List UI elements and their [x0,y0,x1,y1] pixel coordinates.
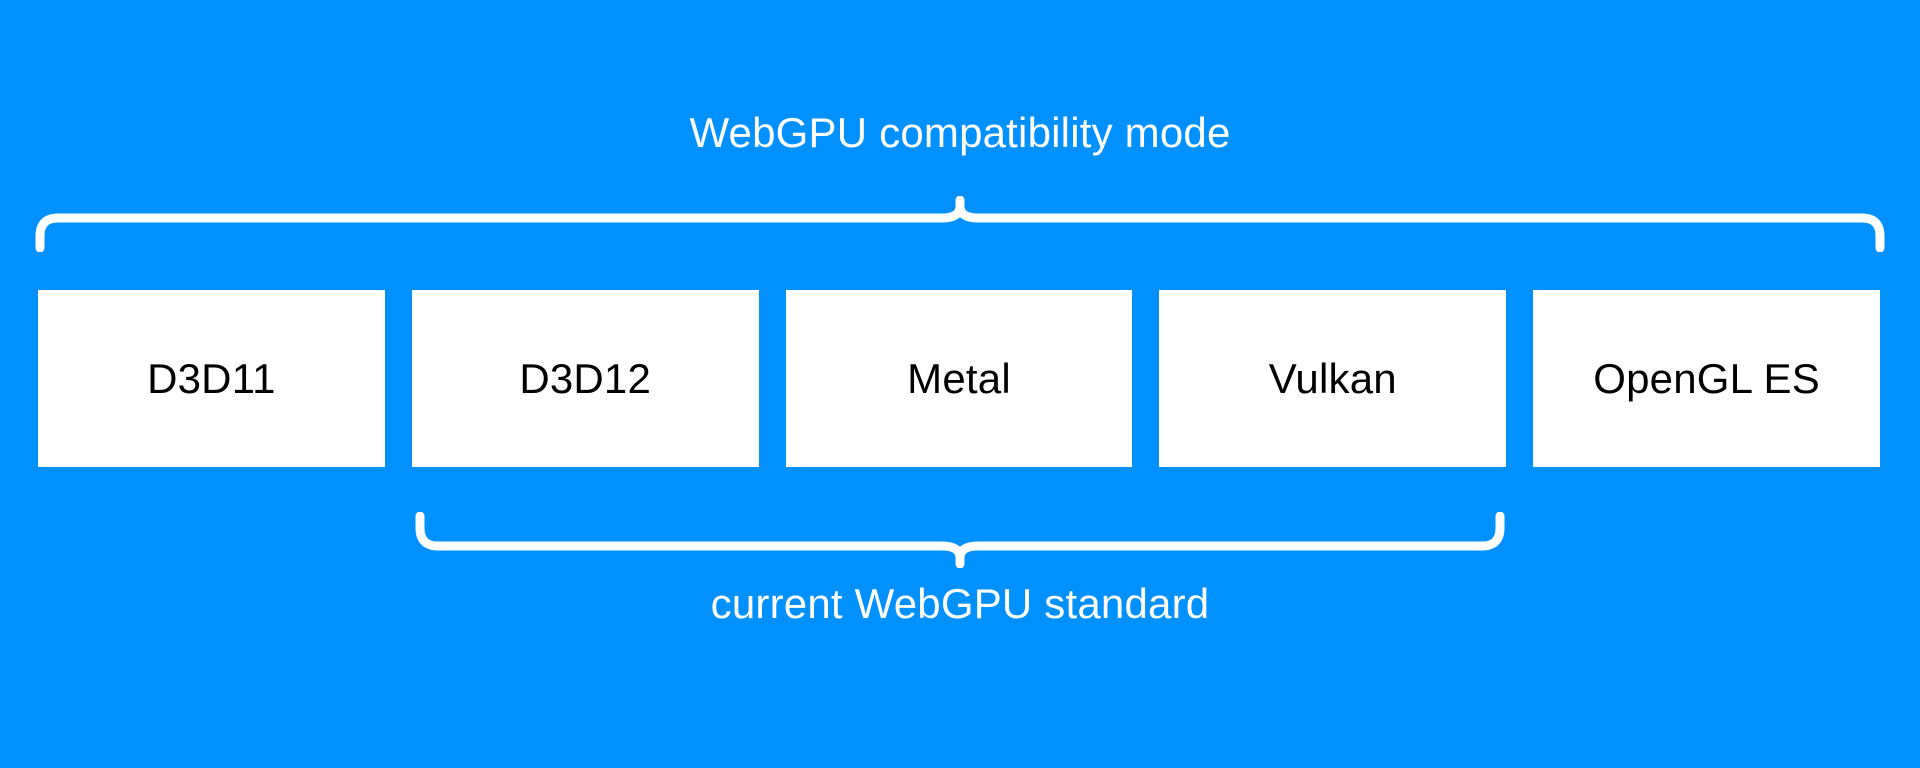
backend-box-metal[interactable]: Metal [785,290,1133,467]
backend-box-d3d12[interactable]: D3D12 [411,290,759,467]
backend-box-label: OpenGL ES [1593,354,1820,402]
backend-box-row: D3D11 D3D12 Metal Vulkan OpenGL ES [38,290,1880,467]
bottom-brace-label: current WebGPU standard [710,580,1210,627]
top-brace-label: WebGPU compatibility mode [689,109,1231,156]
backend-box-d3d11[interactable]: D3D11 [38,290,385,467]
bottom-curly-brace-icon [415,512,1505,568]
backend-box-opengl-es[interactable]: OpenGL ES [1533,290,1880,467]
backend-box-vulkan[interactable]: Vulkan [1159,290,1507,467]
backend-box-label: D3D12 [519,354,652,402]
backend-box-label: Vulkan [1268,354,1397,402]
top-curly-brace-icon [35,196,1885,252]
backend-box-label: Metal [907,354,1011,402]
backend-box-label: D3D11 [147,354,276,402]
